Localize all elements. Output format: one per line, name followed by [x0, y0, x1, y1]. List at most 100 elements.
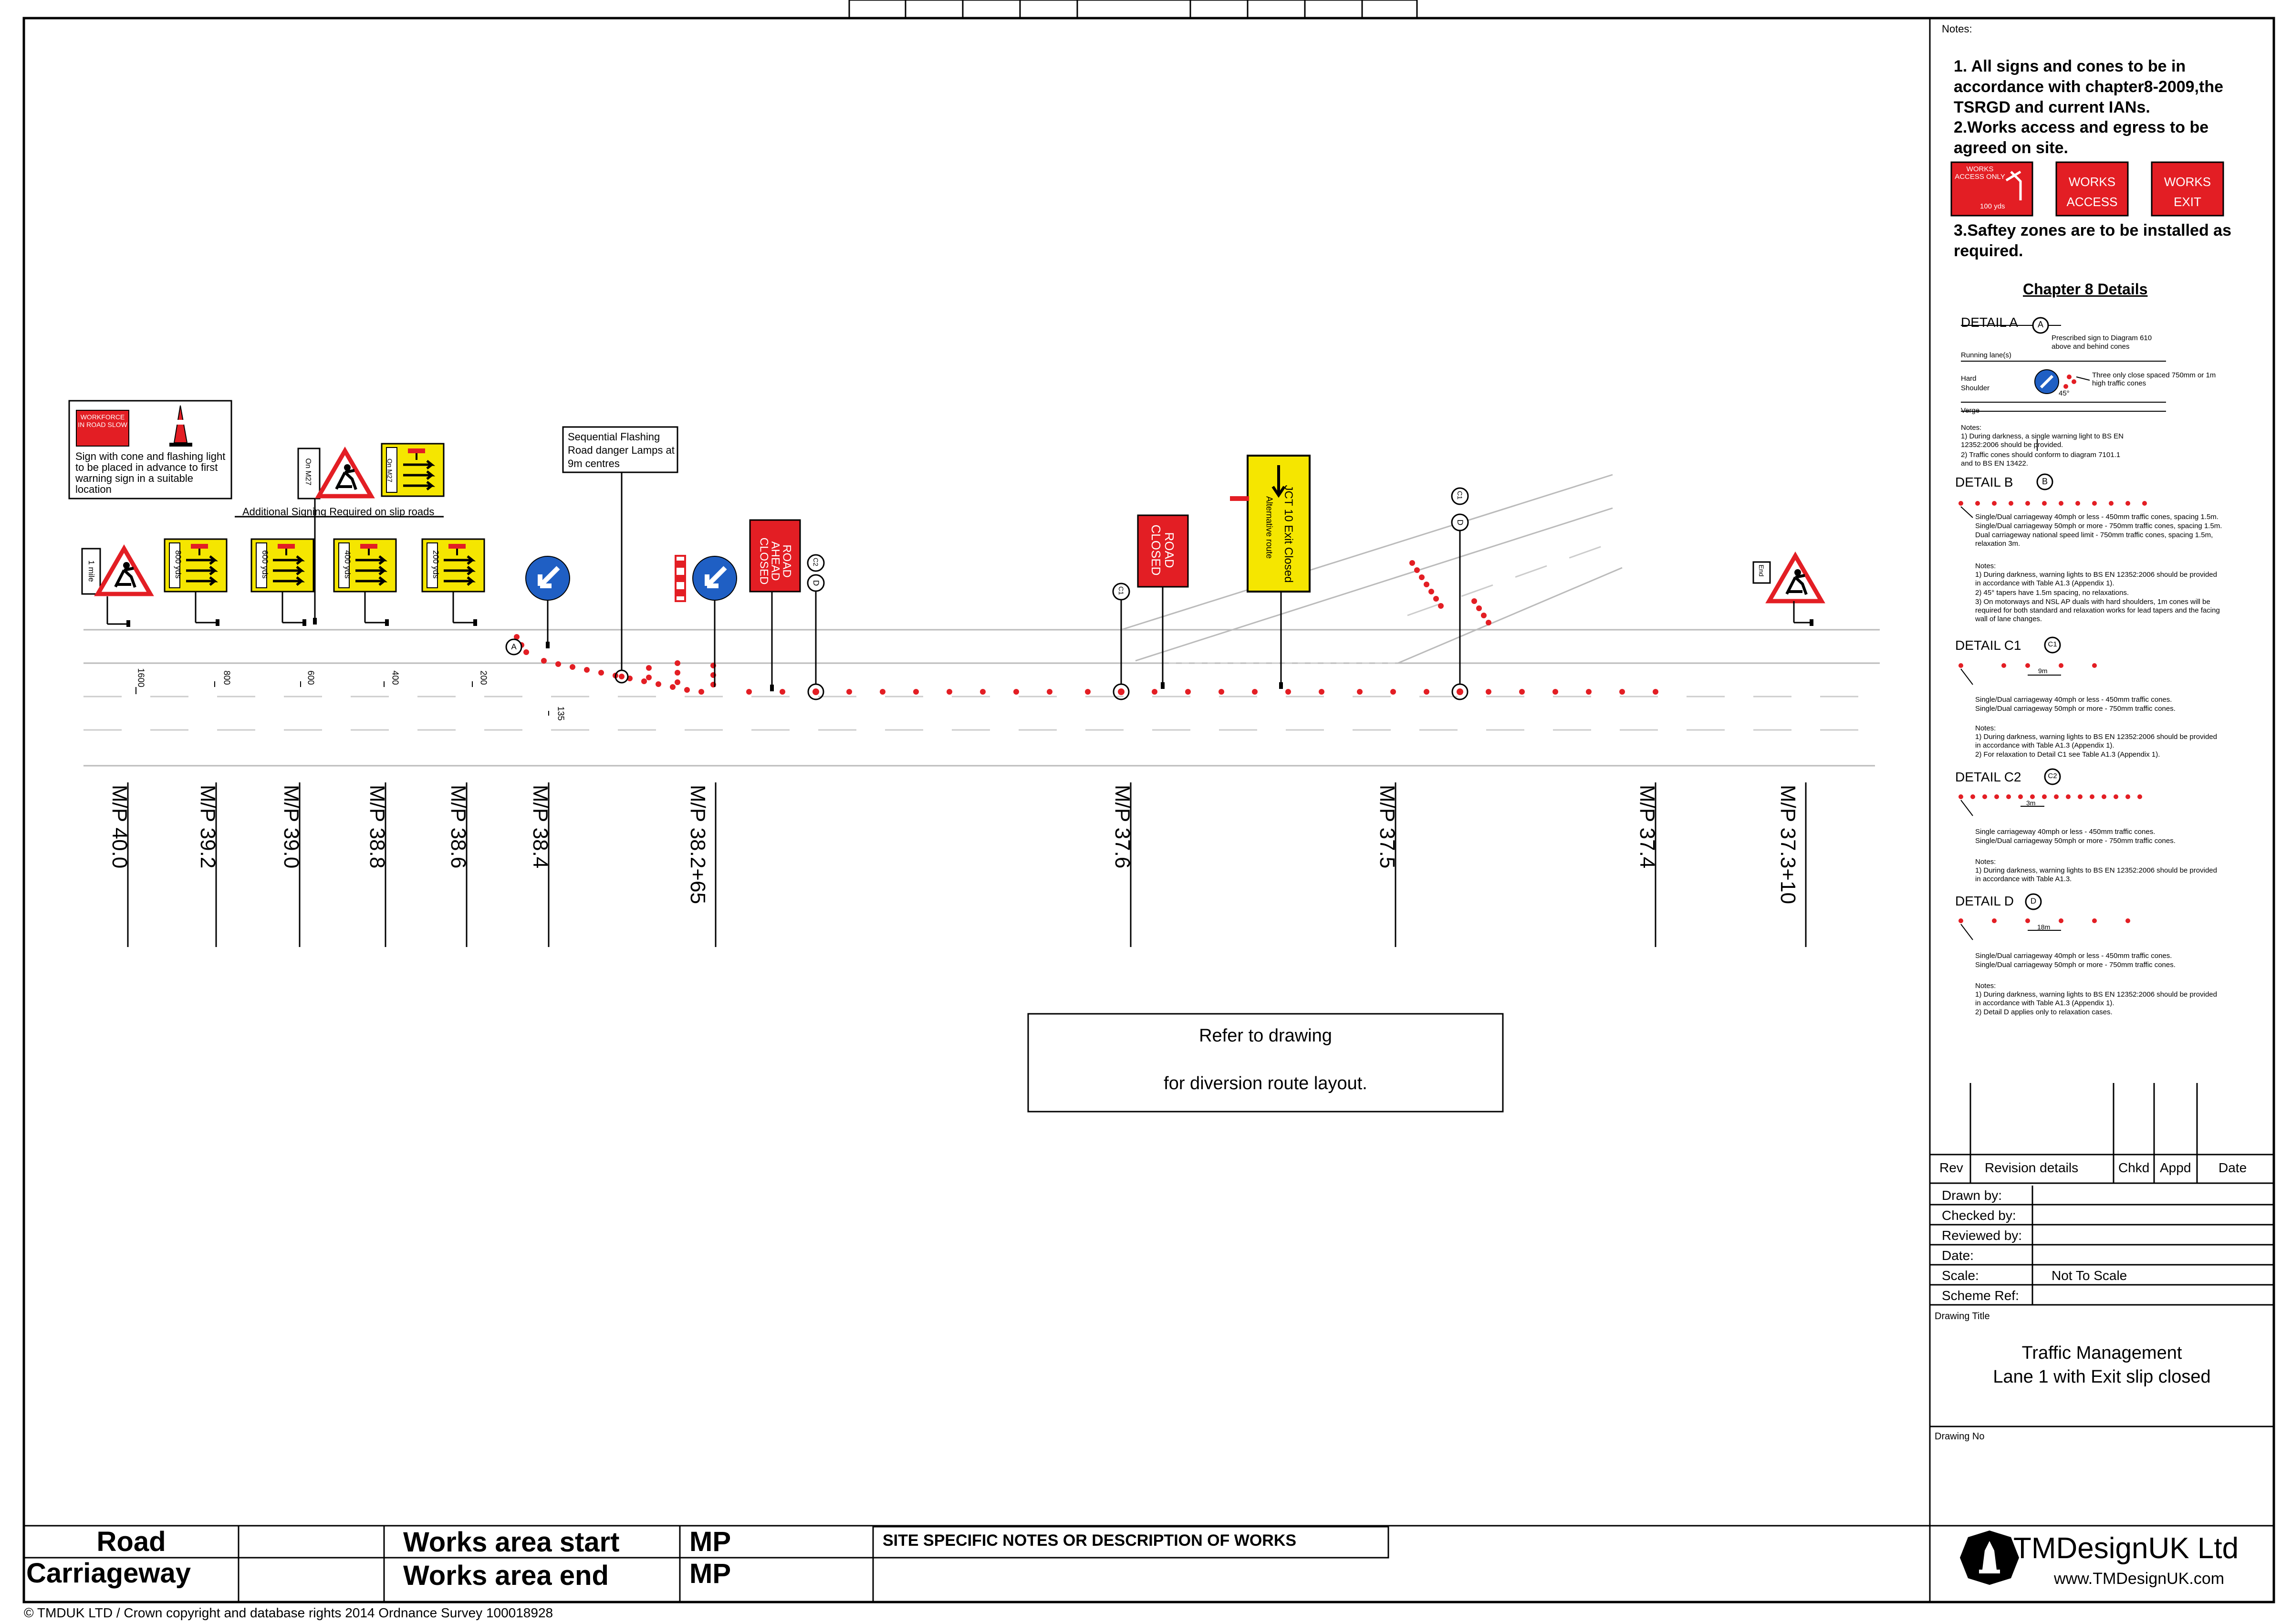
detail-b-label: DETAIL B	[1955, 475, 2013, 489]
detail-c1-note-2: 2) For relaxation to Detail C1 see Table…	[1975, 750, 2160, 759]
marker-c2-left: C2	[812, 558, 820, 566]
milepost-label: M/P 38.2+65	[686, 785, 709, 904]
top-tabs	[848, 0, 1418, 19]
milepost-label: M/P 39.2	[196, 785, 219, 869]
lamps-label: Sequential Flashing Road danger Lamps at…	[568, 431, 675, 469]
dim-200: 200	[479, 670, 489, 685]
rev-date-header: Date	[2219, 1160, 2247, 1175]
slip-signing-caption: Additional Signing Required on slip road…	[242, 506, 435, 518]
drawing-title-line-2: Lane 1 with Exit slip closed	[1993, 1367, 2211, 1387]
copyright: © TMDUK LTD / Crown copyright and databa…	[24, 1605, 553, 1620]
detail-b-note-2: 2) 45° tapers have 1.5m spacing, no rela…	[1975, 589, 2129, 597]
cone-line	[514, 560, 1658, 695]
detail-c2-label: DETAIL C2	[1955, 770, 2021, 784]
lamp-markers	[615, 669, 1469, 700]
scale-label: Scale:	[1942, 1268, 1979, 1283]
sign-600-yds: 600 yds	[260, 550, 270, 579]
detail-a-verge: Verge	[1961, 406, 1980, 415]
carriageway-label: Carriageway	[26, 1558, 191, 1589]
detail-a-note-2: 2) Traffic cones should conform to diagr…	[1961, 451, 2121, 468]
detail-a-angle: 45°	[2059, 389, 2070, 397]
logo-url: www.TMDesignUK.com	[2054, 1570, 2225, 1588]
dim-400: 400	[390, 670, 400, 685]
sign-road-closed: ROAD CLOSED	[1149, 524, 1177, 576]
detail-a-hard: Hard	[1961, 375, 1977, 383]
workforce-sign-text: WORKFORCE IN ROAD SLOW	[78, 413, 127, 428]
detail-a-label: DETAIL A	[1961, 315, 2018, 330]
detail-a-prescribed: Prescribed sign to Diagram 610 above and…	[2052, 334, 2152, 351]
slip-sign-yellow-on-m27: On M27	[386, 458, 394, 482]
milepost-label: M/P 37.6	[1111, 785, 1134, 869]
notes-heading: Notes:	[1942, 23, 1972, 35]
detail-c1-marker: C1	[2048, 640, 2057, 648]
sign-jct-exit-closed: JCT 10 Exit Closed	[1282, 485, 1295, 583]
milepost-label: M/P 38.4	[529, 785, 552, 869]
legend-description: Sign with cone and flashing light to be …	[75, 450, 226, 495]
marker-d-right: D	[1456, 519, 1465, 526]
sign-one-mile: 1 mile	[87, 560, 96, 582]
refer-line-2: for diversion route layout.	[1164, 1073, 1367, 1093]
milepost-label: M/P 37.3+10	[1776, 785, 1800, 904]
detail-d-line-2: Single/Dual carriageway 50mph or more - …	[1975, 961, 2176, 969]
dim-135: 135	[556, 706, 566, 721]
works-area-start-label: Works area start	[403, 1527, 620, 1558]
legend-box	[68, 400, 232, 500]
reviewed-by-label: Reviewed by:	[1942, 1228, 2022, 1243]
detail-a-running-lane: Running lane(s)	[1961, 351, 2011, 359]
road-label: Road	[96, 1526, 166, 1557]
slip-sign-on-m27: On M27	[304, 458, 312, 486]
works-area-end-label: Works area end	[403, 1560, 609, 1591]
advance-signs	[81, 444, 1822, 691]
detail-a-marker: A	[2037, 320, 2043, 329]
logo-name: TMDesignUK Ltd	[2013, 1532, 2239, 1565]
milepost-label: M/P 38.6	[447, 785, 470, 869]
rev-appd-header: Appd	[2160, 1160, 2191, 1175]
milepost-label: M/P 39.0	[280, 785, 303, 869]
sign-end: End	[1758, 564, 1765, 577]
drawing-no-label: Drawing No	[1935, 1431, 1985, 1442]
dim-600: 600	[306, 670, 316, 685]
marker-d-left: D	[812, 580, 821, 586]
works-sign-icons	[1950, 161, 2224, 217]
logo-mark	[1960, 1530, 2019, 1585]
works-exit-sign: WORKS EXIT	[2164, 175, 2211, 209]
scale-value: Not To Scale	[2052, 1268, 2127, 1283]
detail-b-note-1: 1) During darkness, warning lights to BS…	[1975, 571, 2217, 587]
works-start-mp: MP	[689, 1526, 731, 1557]
marker-a: A	[511, 642, 517, 651]
milepost-label: M/P 37.4	[1635, 785, 1659, 869]
dim-1600: 1600	[136, 668, 146, 687]
rev-details-header: Revision details	[1985, 1160, 2079, 1175]
detail-d-line-1: Single/Dual carriageway 40mph or less - …	[1975, 952, 2172, 960]
sign-400-yds: 400 yds	[343, 550, 352, 579]
drawing-title-label: Drawing Title	[1935, 1311, 1990, 1322]
detail-b-marker: B	[2041, 477, 2048, 486]
road-layout	[83, 474, 1880, 767]
scheme-ref-label: Scheme Ref:	[1942, 1288, 2019, 1303]
sign-200-yds: 200 yds	[431, 550, 440, 579]
detail-a-three-cones: Three only close spaced 750mm or 1m high…	[2092, 371, 2216, 387]
note-2: 2.Works access and egress to be agreed o…	[1954, 118, 2209, 157]
works-access-distance: 100 yds	[1980, 202, 2005, 210]
detail-b-note-3: 3) On motorways and NSL AP duals with ha…	[1975, 598, 2220, 623]
note-1: 1. All signs and cones to be in accordan…	[1954, 57, 2224, 116]
detail-c1-label: DETAIL C1	[1955, 638, 2021, 653]
chapter8-title: Chapter 8 Details	[2023, 281, 2148, 298]
detail-c1-notes-head: Notes:	[1975, 724, 1996, 732]
marker-c1-right: C1	[1456, 491, 1464, 500]
rev-header: Rev	[1939, 1160, 1963, 1175]
detail-d-note-1: 1) During darkness, warning lights to BS…	[1975, 990, 2217, 1007]
sign-road-ahead-closed: ROAD AHEAD CLOSED	[757, 537, 793, 585]
sign-alternative-route: Alternative route	[1264, 496, 1274, 559]
detail-c2-notes-head: Notes:	[1975, 858, 1996, 866]
detail-b-line-3: Dual carriageway national speed limit - …	[1975, 531, 2213, 548]
date-label: Date:	[1942, 1248, 1974, 1263]
detail-d-spacing: 18m	[2037, 923, 2051, 931]
detail-a-note-1: 1) During darkness, a single warning lig…	[1961, 432, 2124, 449]
detail-c1-spacing: 9m	[2038, 667, 2048, 675]
works-access-only-sign: WORKS ACCESS ONLY	[1955, 165, 2005, 181]
milepost-label: M/P 38.8	[365, 785, 389, 869]
detail-c1-note-1: 1) During darkness, warning lights to BS…	[1975, 733, 2217, 750]
sign-800-yds: 800 yds	[174, 550, 183, 579]
detail-a-shoulder: Shoulder	[1961, 384, 1990, 392]
